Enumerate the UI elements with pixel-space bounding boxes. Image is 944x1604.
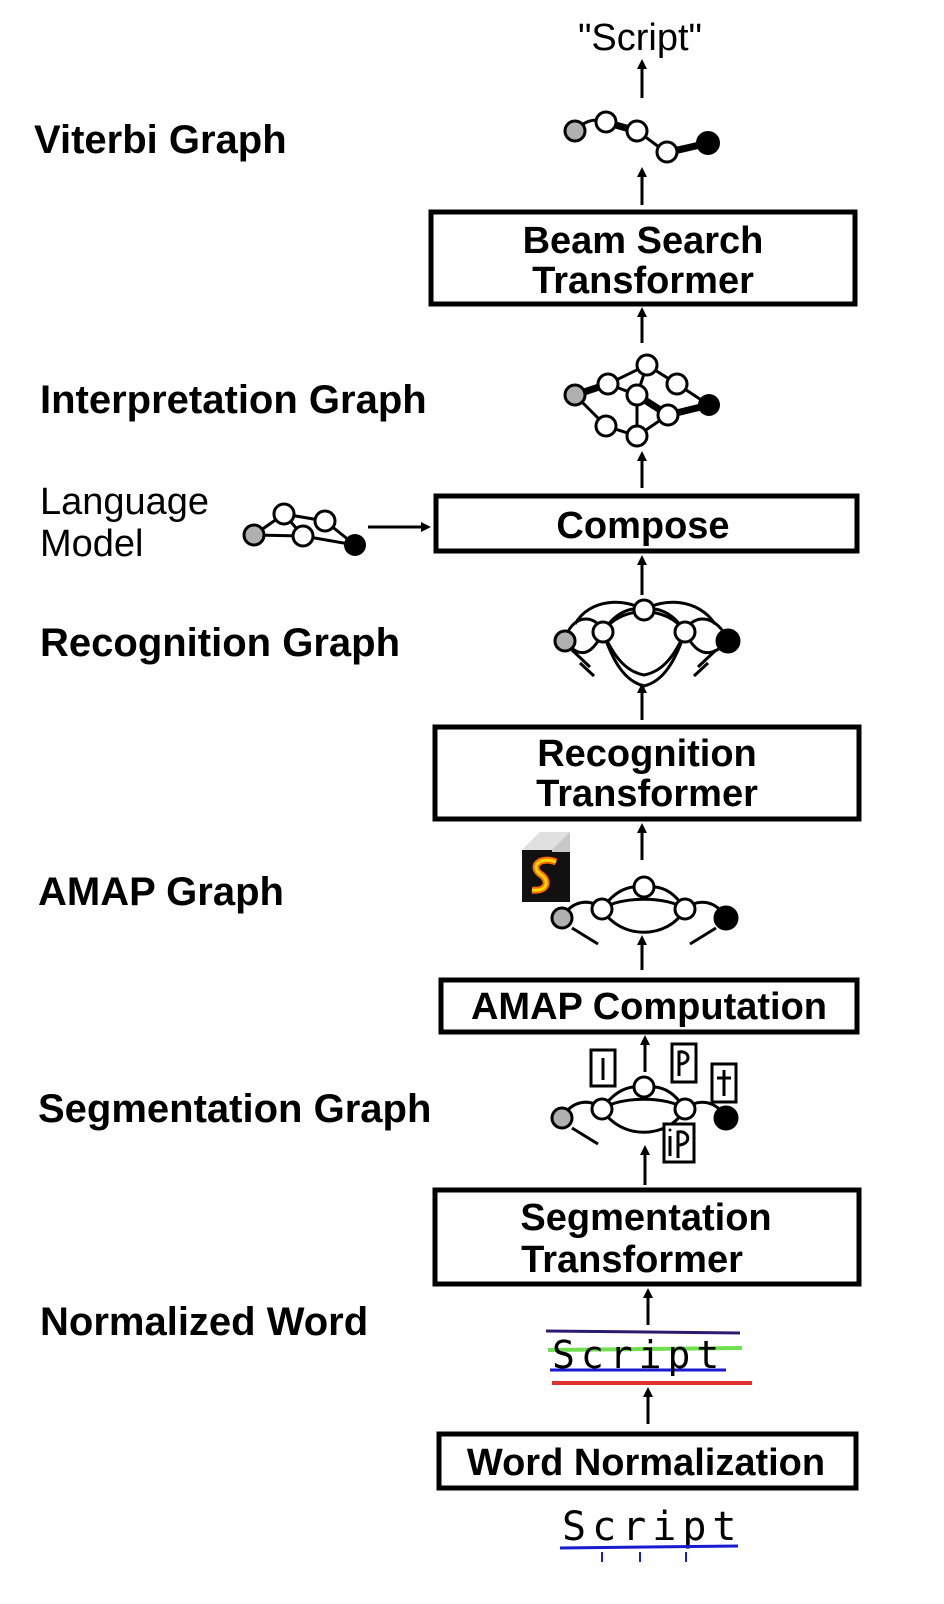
amap-computation-box [438,977,860,1035]
segmentation-box-line2: Transformer [521,1239,743,1281]
segment-image-i [589,1048,617,1088]
segment-image-ip [662,1122,696,1164]
beam-search-transformer-box [428,209,858,307]
recognition-box-line2: Transformer [536,773,758,815]
word-normalization-box-label: Word Normalization [467,1442,825,1484]
segmentation-box-line1: Segmentation [520,1197,771,1239]
segment-image-p [670,1042,698,1084]
recognition-graph-label: Recognition Graph [40,621,400,665]
amap-box-label: AMAP Computation [471,986,827,1028]
normalized-word-image: Script [545,1329,752,1385]
normalized-word-label: Normalized Word [40,1300,368,1344]
segmentation-graph-label: Segmentation Graph [38,1087,431,1131]
language-model-graph-icon [242,502,366,556]
segmentation-transformer-box [432,1187,862,1287]
recognition-box-line1: Recognition [537,733,757,775]
recognition-transformer-box [432,724,862,822]
output-script-label: "Script" [578,17,702,59]
interpretation-graph-icon [563,353,720,448]
compose-box [433,493,860,554]
raw-word-text: Script [562,1504,743,1550]
beam-search-box-line2: Transformer [532,260,754,302]
segmentation-graph-icon [550,1075,739,1146]
viterbi-graph-icon [563,110,720,164]
amap-graph-icon [550,875,739,946]
language-model-label-line2: Model [40,523,144,565]
viterbi-graph-label: Viterbi Graph [34,118,287,162]
amap-graph-label: AMAP Graph [38,870,284,914]
normalized-word-text: Script [552,1333,725,1377]
compose-box-label: Compose [556,505,729,547]
recognition-graph-icon [553,598,741,688]
language-model-label-line1: Language [40,481,209,523]
segment-image-t [710,1062,738,1104]
raw-word-image: Script [559,1504,743,1562]
beam-search-box-line1: Beam Search [523,220,764,262]
interpretation-graph-label: Interpretation Graph [40,378,427,422]
neural-network-cube-icon [522,832,570,902]
word-normalization-box [436,1431,859,1491]
